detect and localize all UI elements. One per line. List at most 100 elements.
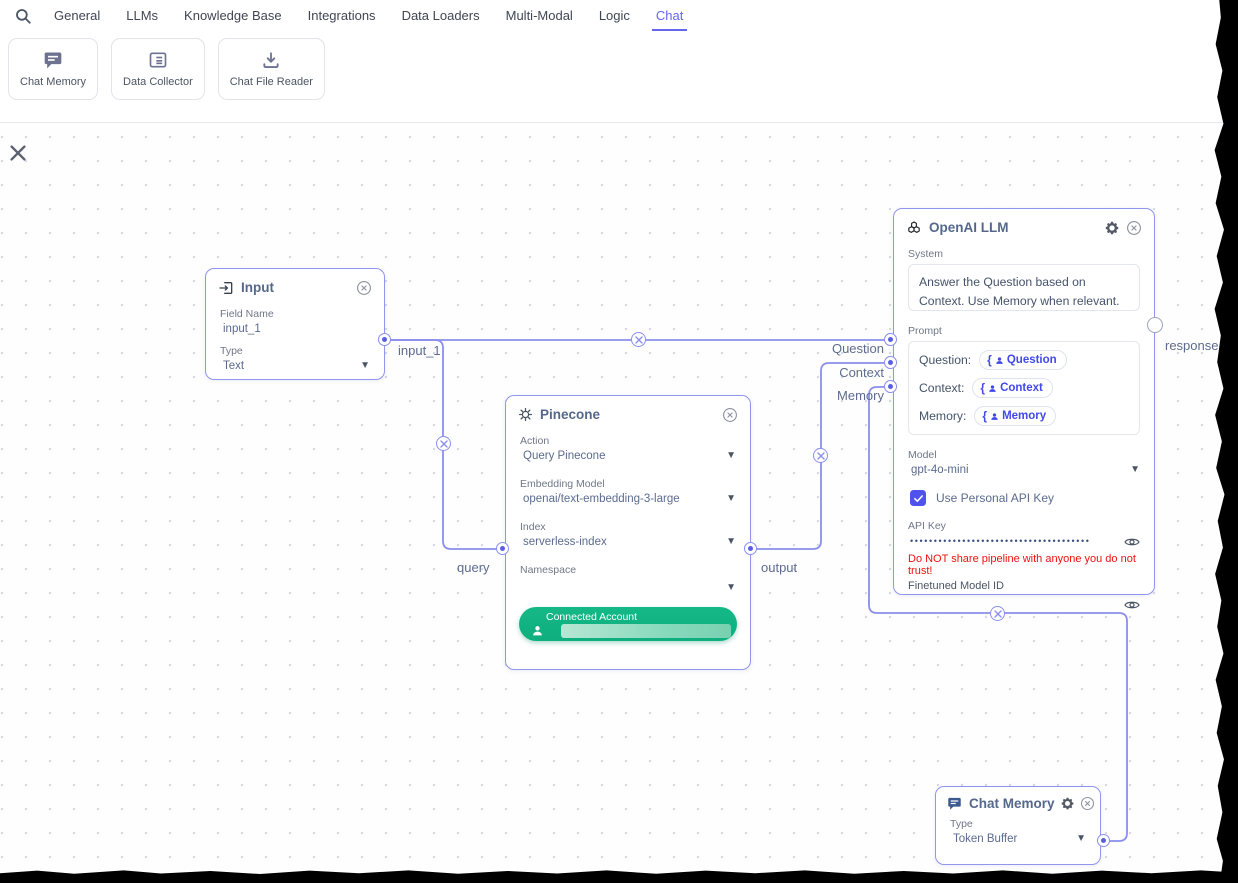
openai-question-handle[interactable] [884,333,897,346]
handle-label-query: query [457,560,490,575]
variable-chip-context[interactable]: {Context [972,378,1053,398]
action-label: Action [520,435,550,447]
connected-account-label: Connected Account [546,611,638,623]
tab-llms[interactable]: LLMs [126,7,159,23]
finetuned-model-label: Finetuned Model ID [908,580,1004,592]
person-icon [991,412,998,420]
connected-account-button[interactable]: Connected Account [519,607,737,641]
node-title: Input [241,280,274,295]
node-title: Chat Memory [969,796,1055,811]
check-icon [913,494,923,502]
type-label: Type [950,818,973,830]
table-list-icon [148,50,168,70]
personal-api-key-label: Use Personal API Key [936,491,1055,505]
edge-delete-icon[interactable] [631,332,646,347]
palette-label: Data Collector [123,76,193,88]
brace-icon: { [987,353,992,367]
openai-icon [906,220,922,236]
prompt-row-label: Context: [919,381,965,395]
openai-context-handle[interactable] [884,356,897,369]
openai-response-handle[interactable] [1147,317,1163,333]
type-select[interactable]: Text▼ [223,360,370,372]
field-name-input[interactable]: input_1 [223,323,261,335]
variable-chip-question[interactable]: {Question [979,350,1067,370]
tab-integrations[interactable]: Integrations [307,7,376,23]
model-select[interactable]: gpt-4o-mini▼ [911,464,1140,476]
pinecone-query-handle[interactable] [496,542,509,555]
close-node-icon[interactable] [1080,795,1095,812]
type-select[interactable]: Token Buffer▼ [953,833,1086,845]
handle-label-input1: input_1 [398,343,441,358]
tab-multi-modal[interactable]: Multi-Modal [505,7,573,23]
handle-label-memory: Memory [837,388,884,403]
top-navigation: General LLMs Knowledge Base Integrations… [0,0,1238,32]
palette-chat-file-reader[interactable]: Chat File Reader [217,38,325,100]
embedding-model-label: Embedding Model [520,478,605,490]
handle-label-question: Question [831,341,884,356]
palette-chat-memory[interactable]: Chat Memory [8,38,99,100]
gear-icon[interactable] [1103,219,1120,236]
chevron-down-icon: ▼ [1130,464,1140,475]
nav-tabs: General LLMs Knowledge Base Integrations… [54,2,688,31]
chat-bubble-icon [43,50,63,70]
personal-api-key-checkbox[interactable] [910,490,926,506]
close-node-icon[interactable] [1125,219,1142,236]
warning-text: Do NOT share pipeline with anyone you do… [908,553,1136,577]
edge-delete-icon[interactable] [813,448,828,463]
chevron-down-icon: ▼ [726,582,736,593]
close-node-icon[interactable] [721,406,738,423]
api-key-masked-input[interactable]: •••••••••••••••••••••••••••••••••••••• [910,536,1091,546]
edge-delete-icon[interactable] [990,606,1005,621]
namespace-select[interactable]: ▼ [506,577,750,597]
brace-icon: { [980,381,986,395]
node-chat-memory[interactable]: Chat Memory Type Token Buffer▼ [935,786,1101,865]
type-label: Type [220,345,243,357]
chat-bubble-icon [947,796,962,811]
chevron-down-icon: ▼ [360,360,370,371]
close-panel-icon[interactable] [7,142,29,164]
tab-general[interactable]: General [54,7,101,23]
pinecone-icon [518,407,533,422]
eye-icon[interactable] [1124,598,1140,610]
node-openai-llm[interactable]: OpenAI LLM System Answer the Question ba… [893,208,1155,609]
close-node-icon[interactable] [355,279,372,296]
tab-knowledge-base[interactable]: Knowledge Base [184,7,282,23]
search-icon[interactable] [12,5,34,27]
action-select[interactable]: Query Pinecone▼ [523,450,736,462]
index-select[interactable]: serverless-index▼ [523,536,736,548]
node-pinecone[interactable]: Pinecone Action Query Pinecone▼ Embeddin… [505,395,751,670]
index-label: Index [520,521,546,533]
tab-data-loaders[interactable]: Data Loaders [401,7,480,23]
torn-edge-bottom [0,870,1238,883]
brace-icon: { [982,409,988,423]
variable-chip-memory[interactable]: {Memory [974,406,1057,426]
pinecone-output-handle[interactable] [744,542,757,555]
person-icon [996,356,1003,364]
chevron-down-icon: ▼ [726,536,736,547]
prompt-editor[interactable]: Question: {Question Context: {Context Me… [908,341,1140,435]
node-palette: Chat Memory Data Collector Chat File Rea… [0,38,325,100]
tab-chat[interactable]: Chat [651,2,688,31]
edge-delete-icon[interactable] [436,436,451,451]
input-output-handle[interactable] [378,333,391,346]
palette-data-collector[interactable]: Data Collector [111,38,205,100]
embedding-model-select[interactable]: openai/text-embedding-3-large▼ [523,493,736,505]
prompt-label: Prompt [908,325,942,337]
palette-label: Chat File Reader [229,76,313,88]
node-title: OpenAI LLM [929,220,1009,235]
api-key-label: API Key [908,520,946,532]
chat-memory-output-handle[interactable] [1097,834,1110,847]
gear-icon[interactable] [1060,795,1075,812]
palette-label: Chat Memory [20,76,87,88]
system-textarea[interactable]: Answer the Question based on Context. Us… [908,264,1140,311]
model-label: Model [908,449,937,461]
tab-logic[interactable]: Logic [598,7,630,23]
field-name-label: Field Name [220,308,274,320]
handle-label-context: Context [839,365,884,380]
handle-label-response: response [1165,338,1219,353]
eye-icon[interactable] [1124,535,1140,547]
connected-account-value-redacted [561,624,731,638]
openai-memory-handle[interactable] [884,380,897,393]
node-input[interactable]: Input Field Name input_1 Type Text▼ [205,268,385,380]
